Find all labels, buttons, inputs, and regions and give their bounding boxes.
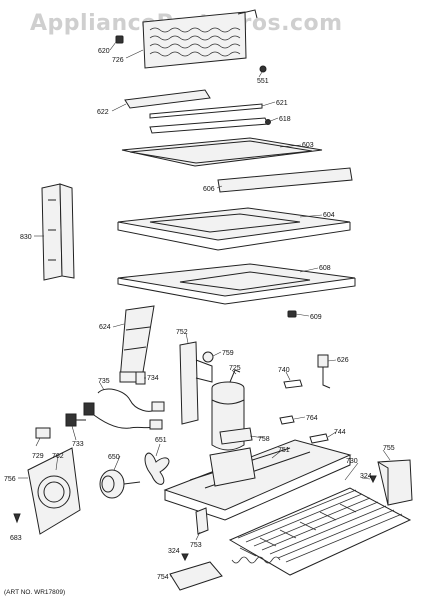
part-754-tray[interactable] bbox=[169, 561, 223, 591]
label-752: 752 bbox=[176, 329, 188, 336]
label-758: 758 bbox=[258, 436, 270, 443]
label-726: 726 bbox=[112, 57, 124, 64]
label-751: 751 bbox=[278, 447, 290, 454]
part-753[interactable] bbox=[195, 507, 209, 535]
label-755: 755 bbox=[383, 445, 395, 452]
part-621[interactable] bbox=[149, 103, 263, 119]
part-755-bracket[interactable] bbox=[377, 459, 413, 506]
label-759: 759 bbox=[222, 350, 234, 357]
part-733[interactable] bbox=[65, 413, 86, 427]
part-551[interactable] bbox=[259, 65, 267, 73]
part-830-rail[interactable] bbox=[41, 183, 75, 281]
part-618[interactable] bbox=[149, 117, 271, 134]
label-762: 762 bbox=[52, 453, 64, 460]
label-603: 603 bbox=[302, 142, 314, 149]
part-734[interactable] bbox=[135, 371, 146, 385]
label-733: 733 bbox=[72, 441, 84, 448]
part-651-fan-blade[interactable] bbox=[144, 452, 170, 485]
part-labels: 620 726 551 622 621 618 603 606 830 604 … bbox=[4, 48, 395, 581]
part-758[interactable] bbox=[219, 427, 253, 445]
art-number: (ART NO. WR17809) bbox=[4, 589, 65, 596]
part-735-harness[interactable] bbox=[83, 388, 165, 430]
part-752-bracket[interactable] bbox=[179, 341, 213, 425]
label-744: 744 bbox=[334, 429, 346, 436]
part-624-duct[interactable] bbox=[119, 305, 155, 383]
label-618: 618 bbox=[279, 116, 291, 123]
label-734: 734 bbox=[147, 375, 159, 382]
part-609[interactable] bbox=[287, 310, 297, 318]
label-650: 650 bbox=[108, 454, 120, 461]
part-622[interactable] bbox=[124, 89, 211, 109]
label-324-b: 324 bbox=[168, 548, 180, 555]
part-324-a[interactable] bbox=[369, 475, 377, 484]
label-621: 621 bbox=[276, 100, 288, 107]
part-729[interactable] bbox=[35, 427, 51, 439]
label-729: 729 bbox=[32, 453, 44, 460]
label-740: 740 bbox=[278, 367, 290, 374]
label-604: 604 bbox=[323, 212, 335, 219]
part-764[interactable] bbox=[279, 415, 295, 425]
part-626[interactable] bbox=[317, 354, 331, 389]
label-624: 624 bbox=[99, 324, 111, 331]
label-324-a: 324 bbox=[360, 473, 372, 480]
label-622: 622 bbox=[97, 109, 109, 116]
label-830: 830 bbox=[20, 234, 32, 241]
label-683: 683 bbox=[10, 535, 22, 542]
part-604-tray[interactable] bbox=[117, 207, 351, 251]
part-683[interactable] bbox=[13, 513, 21, 524]
label-620: 620 bbox=[98, 48, 110, 55]
part-324-b[interactable] bbox=[181, 553, 189, 562]
label-626: 626 bbox=[337, 357, 349, 364]
evaporator-726[interactable] bbox=[142, 9, 258, 69]
part-762-shroud[interactable] bbox=[27, 447, 81, 535]
part-650-fan-motor[interactable] bbox=[99, 469, 141, 499]
part-608-tray[interactable] bbox=[117, 263, 356, 305]
label-754: 754 bbox=[157, 574, 169, 581]
part-603-shelf[interactable] bbox=[121, 137, 323, 167]
label-753: 753 bbox=[190, 542, 202, 549]
label-725: 725 bbox=[229, 365, 241, 372]
part-759[interactable] bbox=[202, 351, 214, 363]
leader-lines bbox=[18, 41, 391, 577]
part-730-condenser[interactable] bbox=[228, 487, 412, 576]
part-620[interactable] bbox=[115, 35, 124, 44]
label-756: 756 bbox=[4, 476, 16, 483]
label-764: 764 bbox=[306, 415, 318, 422]
part-606[interactable] bbox=[217, 167, 353, 193]
label-730: 730 bbox=[346, 458, 358, 465]
label-735: 735 bbox=[98, 378, 110, 385]
label-651: 651 bbox=[155, 437, 167, 444]
label-551: 551 bbox=[257, 78, 269, 85]
label-606: 606 bbox=[203, 186, 215, 193]
part-751-base-frame[interactable] bbox=[163, 439, 352, 521]
label-608: 608 bbox=[319, 265, 331, 272]
label-609: 609 bbox=[310, 314, 322, 321]
part-740[interactable] bbox=[283, 379, 303, 389]
part-744[interactable] bbox=[309, 433, 329, 444]
